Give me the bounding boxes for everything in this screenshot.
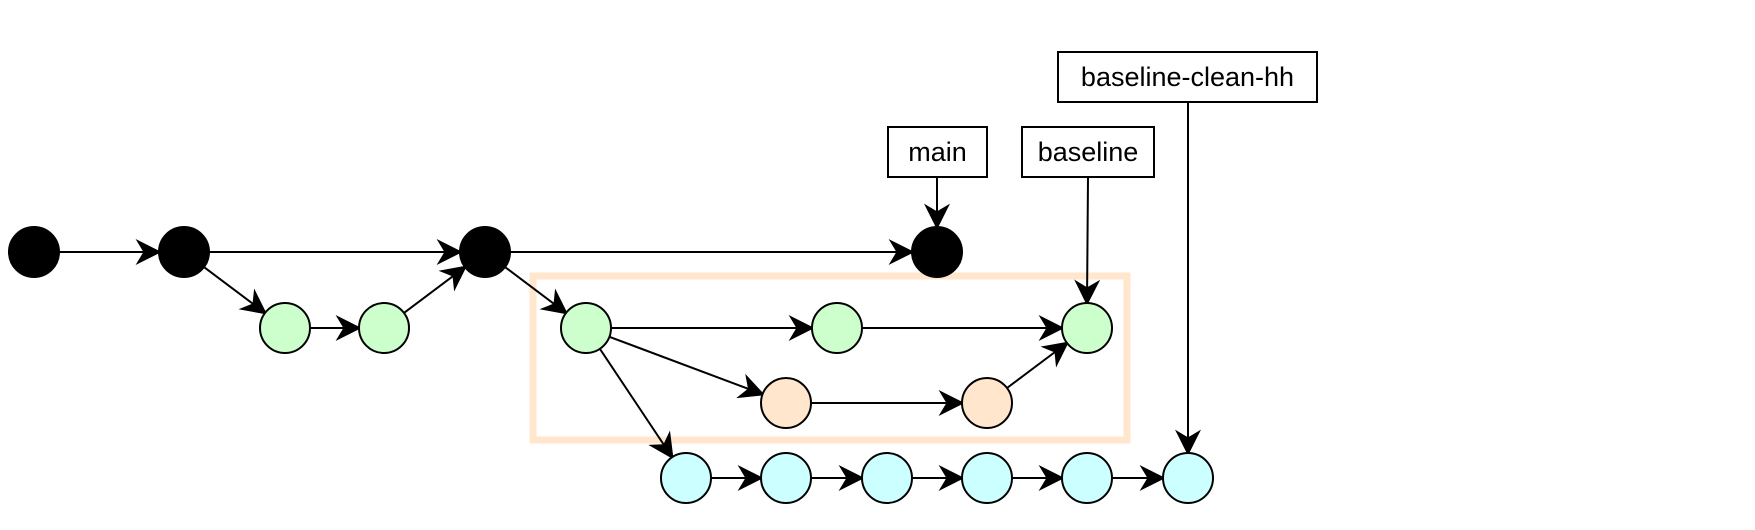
commit-node-m3[interactable] <box>459 226 511 278</box>
edge-m3-g3 <box>504 266 569 315</box>
commit-node-m4[interactable] <box>911 226 963 278</box>
edge-g3-c1 <box>599 348 674 460</box>
commit-node-c2[interactable] <box>760 452 812 504</box>
commit-node-g4[interactable] <box>811 302 863 354</box>
branch-label-baseline-clean-hh[interactable]: baseline-clean-hh <box>1057 51 1318 103</box>
commit-node-g3[interactable] <box>560 302 612 354</box>
commit-node-c1[interactable] <box>660 452 712 504</box>
edges-layer <box>59 103 1201 491</box>
commit-node-c4[interactable] <box>961 452 1013 504</box>
pointer-arrow-g5 <box>1074 177 1101 306</box>
branch-label-main[interactable]: main <box>887 126 988 178</box>
commit-node-g2[interactable] <box>358 302 410 354</box>
commit-node-g1[interactable] <box>259 302 311 354</box>
branch-label-baseline[interactable]: baseline <box>1021 126 1155 178</box>
commit-node-o2[interactable] <box>961 377 1013 429</box>
nodes-layer <box>8 226 1214 504</box>
edge-g3-o1 <box>609 335 766 399</box>
edge-o2-g5 <box>1006 341 1070 389</box>
highlight-box <box>529 272 1131 444</box>
commit-node-c3[interactable] <box>861 452 913 504</box>
commit-node-c6[interactable] <box>1162 452 1214 504</box>
commit-node-o1[interactable] <box>760 377 812 429</box>
edge-m2-g1 <box>203 266 268 315</box>
commit-node-g5[interactable] <box>1061 302 1113 354</box>
commit-node-m2[interactable] <box>158 226 210 278</box>
edge-g2-m3 <box>403 265 468 314</box>
commit-node-m1[interactable] <box>8 226 60 278</box>
commit-node-c5[interactable] <box>1061 452 1113 504</box>
